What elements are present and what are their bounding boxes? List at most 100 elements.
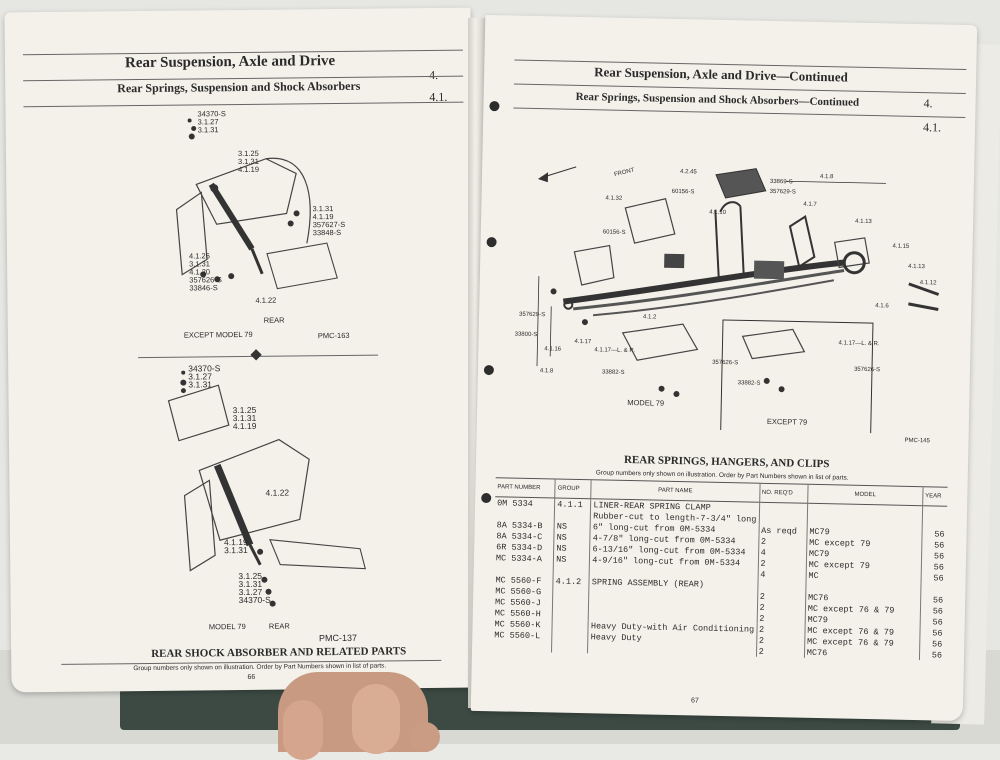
callout: 4.1.12 (919, 280, 937, 287)
cell-name (587, 642, 757, 657)
left-section-title: REAR SHOCK ABSORBER AND RELATED PARTS (151, 645, 407, 660)
cell-group (551, 630, 589, 643)
right-page-number: 67 (690, 697, 699, 705)
callout: 4.1.32 (605, 195, 623, 202)
right-caption-model: MODEL 79 (627, 397, 665, 408)
left-header-title: Rear Suspension, Axle and Drive (124, 52, 336, 72)
cell-group (554, 509, 591, 522)
left-sub-title: Rear Springs, Suspension and Shock Absor… (117, 78, 361, 96)
callout: 4.1.8 (539, 368, 554, 375)
finger (410, 722, 440, 752)
callout: 4.1.8 (819, 173, 834, 181)
callout: 33882-S (737, 380, 761, 387)
cell-group: NS (554, 531, 591, 544)
cell-qty: 2 (756, 601, 806, 614)
cell-group: 4.1.1 (554, 497, 592, 511)
cell-group: NS (554, 520, 591, 533)
binder-hole (489, 101, 500, 112)
callout: 4.1.6 (875, 303, 889, 310)
fig1-caption-model: EXCEPT MODEL 79 (183, 329, 253, 340)
header-part-number: PART NUMBER (495, 477, 556, 498)
header-rule (23, 101, 464, 108)
callout: 4.2.45 (680, 169, 697, 176)
cell-year: 56 (919, 638, 945, 650)
cell-group: 4.1.2 (553, 575, 590, 588)
cell-qty (759, 502, 808, 515)
cell-part: MC 5560-L (494, 629, 541, 641)
fig1-caption-rear: REAR (263, 315, 285, 325)
callout: 33882-S (601, 369, 625, 376)
cell-part (492, 640, 552, 652)
callout: 60156-S (671, 188, 695, 196)
cell-part: MC 5560-H (494, 607, 541, 619)
thumb (283, 700, 323, 760)
callout: 4.1.13 (908, 263, 925, 271)
callout-shock-2: 4.1.22 (265, 487, 290, 498)
right-header-title: Rear Suspension, Axle and Drive—Continue… (594, 64, 848, 85)
cell-qty: 2 (756, 612, 806, 625)
cell-year: 56 (919, 616, 945, 628)
cell-group (553, 564, 590, 577)
left-page-number: 66 (247, 673, 256, 681)
cell-group (552, 597, 589, 610)
binder-hole (483, 364, 495, 376)
cell-year: 56 (921, 550, 947, 562)
cell-group (551, 641, 589, 654)
cell-year: 56 (921, 539, 947, 551)
callout: 357626-S (853, 366, 881, 374)
cell-part: 6R 5334-D (496, 541, 543, 553)
spring-hanger-diagram (536, 166, 940, 435)
cell-year (920, 583, 946, 595)
cell-qty: 2 (756, 645, 805, 658)
cell-year: 56 (919, 649, 945, 661)
callout: 4.1.17—L. & R. (594, 347, 636, 355)
cell-qty: 4 (757, 568, 807, 581)
cell-year (922, 505, 948, 518)
header-rule (513, 107, 966, 118)
fig1-caption-code: PMC-163 (317, 330, 350, 341)
header-model: MODEL (807, 484, 923, 506)
fig2-caption-model: MODEL 79 (208, 621, 246, 632)
right-header-num: 4. (923, 96, 933, 111)
cell-year: 56 (921, 561, 946, 573)
cell-part: 0M 5334 (497, 497, 533, 509)
header-year: YEAR (922, 486, 948, 507)
cell-year: 56 (920, 572, 946, 584)
cell-year: 56 (920, 594, 946, 606)
cell-part: 8A 5334-B (496, 519, 543, 531)
callout: 357626-S (712, 359, 739, 367)
shock-absorber-diagram-2 (167, 370, 367, 607)
cell-part: MC 5560-K (494, 618, 541, 630)
callout: 357629-S (769, 188, 796, 196)
callout: 4.1.16 (544, 346, 562, 353)
cell-group (552, 608, 589, 621)
header-group: GROUP (554, 478, 592, 499)
fig2-caption-code: PMC-137 (318, 632, 358, 644)
binder-hole (486, 237, 497, 248)
callout: 33800-S (514, 331, 538, 339)
cell-qty: 2 (757, 557, 807, 570)
cell-part: MC 5560-J (494, 596, 542, 608)
callout: 4.1.10 (709, 209, 726, 217)
cell-year: 56 (919, 627, 945, 639)
right-section-title: REAR SPRINGS, HANGERS, AND CLIPS (623, 453, 830, 471)
callout: 357629-S (519, 311, 546, 319)
cell-model: MC76 (804, 646, 920, 661)
left-page: Rear Suspension, Axle and Drive 4. Rear … (4, 7, 478, 693)
right-page: Rear Suspension, Axle and Drive—Continue… (470, 14, 978, 722)
cell-group: NS (553, 553, 590, 566)
cell-qty: 2 (756, 634, 805, 647)
cell-part: MC 5560-G (495, 585, 542, 597)
right-sub-num: 4.1. (922, 120, 942, 135)
callout: 60156-S (602, 229, 626, 236)
cell-qty: As reqd (758, 524, 807, 537)
cell-year (921, 517, 947, 529)
cell-part: 8A 5334-C (496, 530, 543, 542)
right-caption-except: EXCEPT 79 (766, 416, 808, 427)
callout-bottom-1: 4.1.22 (255, 295, 277, 305)
